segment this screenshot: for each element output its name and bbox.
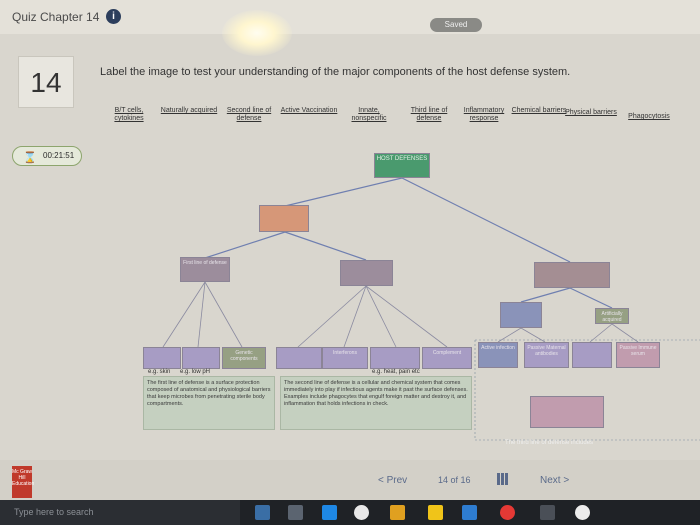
task-view-icon[interactable] xyxy=(255,505,270,520)
timer-button[interactable]: ⌛ 00:21:51 xyxy=(12,146,82,166)
prev-button[interactable]: < Prev xyxy=(378,475,408,486)
drop-zone[interactable] xyxy=(182,347,220,369)
draggable-label[interactable]: Second line of defense xyxy=(226,107,272,122)
drop-zone[interactable] xyxy=(143,347,181,369)
genetic-components-box: Genetic components xyxy=(222,347,266,369)
drop-zone[interactable] xyxy=(259,205,309,232)
taskbar-search-input[interactable]: Type here to search xyxy=(0,500,240,525)
artificially-acquired-box: Artificially acquired xyxy=(595,308,629,324)
footer-bar xyxy=(0,460,700,500)
draggable-label[interactable]: Naturally acquired xyxy=(160,107,218,114)
page-counter: 14 of 16 xyxy=(438,475,471,485)
draggable-label[interactable]: Third line of defense xyxy=(410,107,448,122)
passive-maternal-box: Passive Maternal antibodies xyxy=(524,342,569,368)
active-infection-box: Active infection xyxy=(478,342,518,368)
example-label: e.g. skin xyxy=(148,369,171,375)
drop-zone[interactable] xyxy=(370,347,420,369)
edge-icon[interactable] xyxy=(322,505,337,520)
amazon-icon[interactable] xyxy=(390,505,405,520)
hp-icon[interactable] xyxy=(354,505,369,520)
app-icon[interactable] xyxy=(575,505,590,520)
drop-zone[interactable] xyxy=(534,262,610,288)
app-icon[interactable] xyxy=(540,505,555,520)
chrome-icon[interactable] xyxy=(500,505,515,520)
draggable-label[interactable]: Inflammatory response xyxy=(463,107,505,122)
mail-icon[interactable] xyxy=(462,505,477,520)
drop-zone[interactable] xyxy=(530,396,604,428)
info-icon[interactable]: i xyxy=(106,9,121,24)
example-label: e.g. low pH xyxy=(180,369,211,375)
third-line-description: The third line of defense includes xyxy=(505,440,594,446)
draggable-label[interactable]: Physical barriers xyxy=(565,109,617,116)
complement-box: Complement xyxy=(422,347,472,369)
file-explorer-icon[interactable] xyxy=(428,505,443,520)
question-number: 14 xyxy=(18,56,74,108)
question-prompt: Label the image to test your understandi… xyxy=(100,66,571,78)
first-line-description: The first line of defense is a surface p… xyxy=(143,376,275,430)
label-bank: B/T cells, cytokines Naturally acquired … xyxy=(100,107,700,133)
next-button[interactable]: Next > xyxy=(540,475,570,486)
interferons-box: Interferons xyxy=(322,347,368,369)
grid-icon[interactable] xyxy=(497,473,509,485)
timer-value: 00:21:51 xyxy=(43,151,75,160)
root-host-defenses: HOST DEFENSES xyxy=(374,153,430,178)
second-line-description: The second line of defense is a cellular… xyxy=(280,376,472,430)
passive-immune-serum-box: Passive Immune serum xyxy=(616,342,660,368)
hourglass-icon: ⌛ xyxy=(23,152,37,164)
drop-zone[interactable] xyxy=(340,260,393,286)
draggable-label[interactable]: Innate, nonspecific xyxy=(351,107,387,122)
quiz-title: Quiz Chapter 14 xyxy=(12,10,100,24)
draggable-label[interactable]: Chemical barriers xyxy=(511,107,567,114)
first-line-of-defense-box: First line of defense xyxy=(180,257,230,282)
draggable-label[interactable]: B/T cells, cytokines xyxy=(114,107,144,122)
mcgraw-hill-logo: Mc Graw Hill Education xyxy=(12,466,34,498)
example-label: e.g. heat, pain etc xyxy=(372,369,420,375)
drop-zone[interactable] xyxy=(572,342,612,368)
drop-zone[interactable] xyxy=(500,302,542,328)
drop-zone[interactable] xyxy=(276,347,322,369)
saved-status-badge: Saved xyxy=(430,18,482,32)
draggable-label[interactable]: Phagocytosis xyxy=(628,113,670,120)
draggable-label[interactable]: Active Vaccination xyxy=(280,107,338,114)
screen-glare xyxy=(222,10,292,56)
store-icon[interactable] xyxy=(288,505,303,520)
